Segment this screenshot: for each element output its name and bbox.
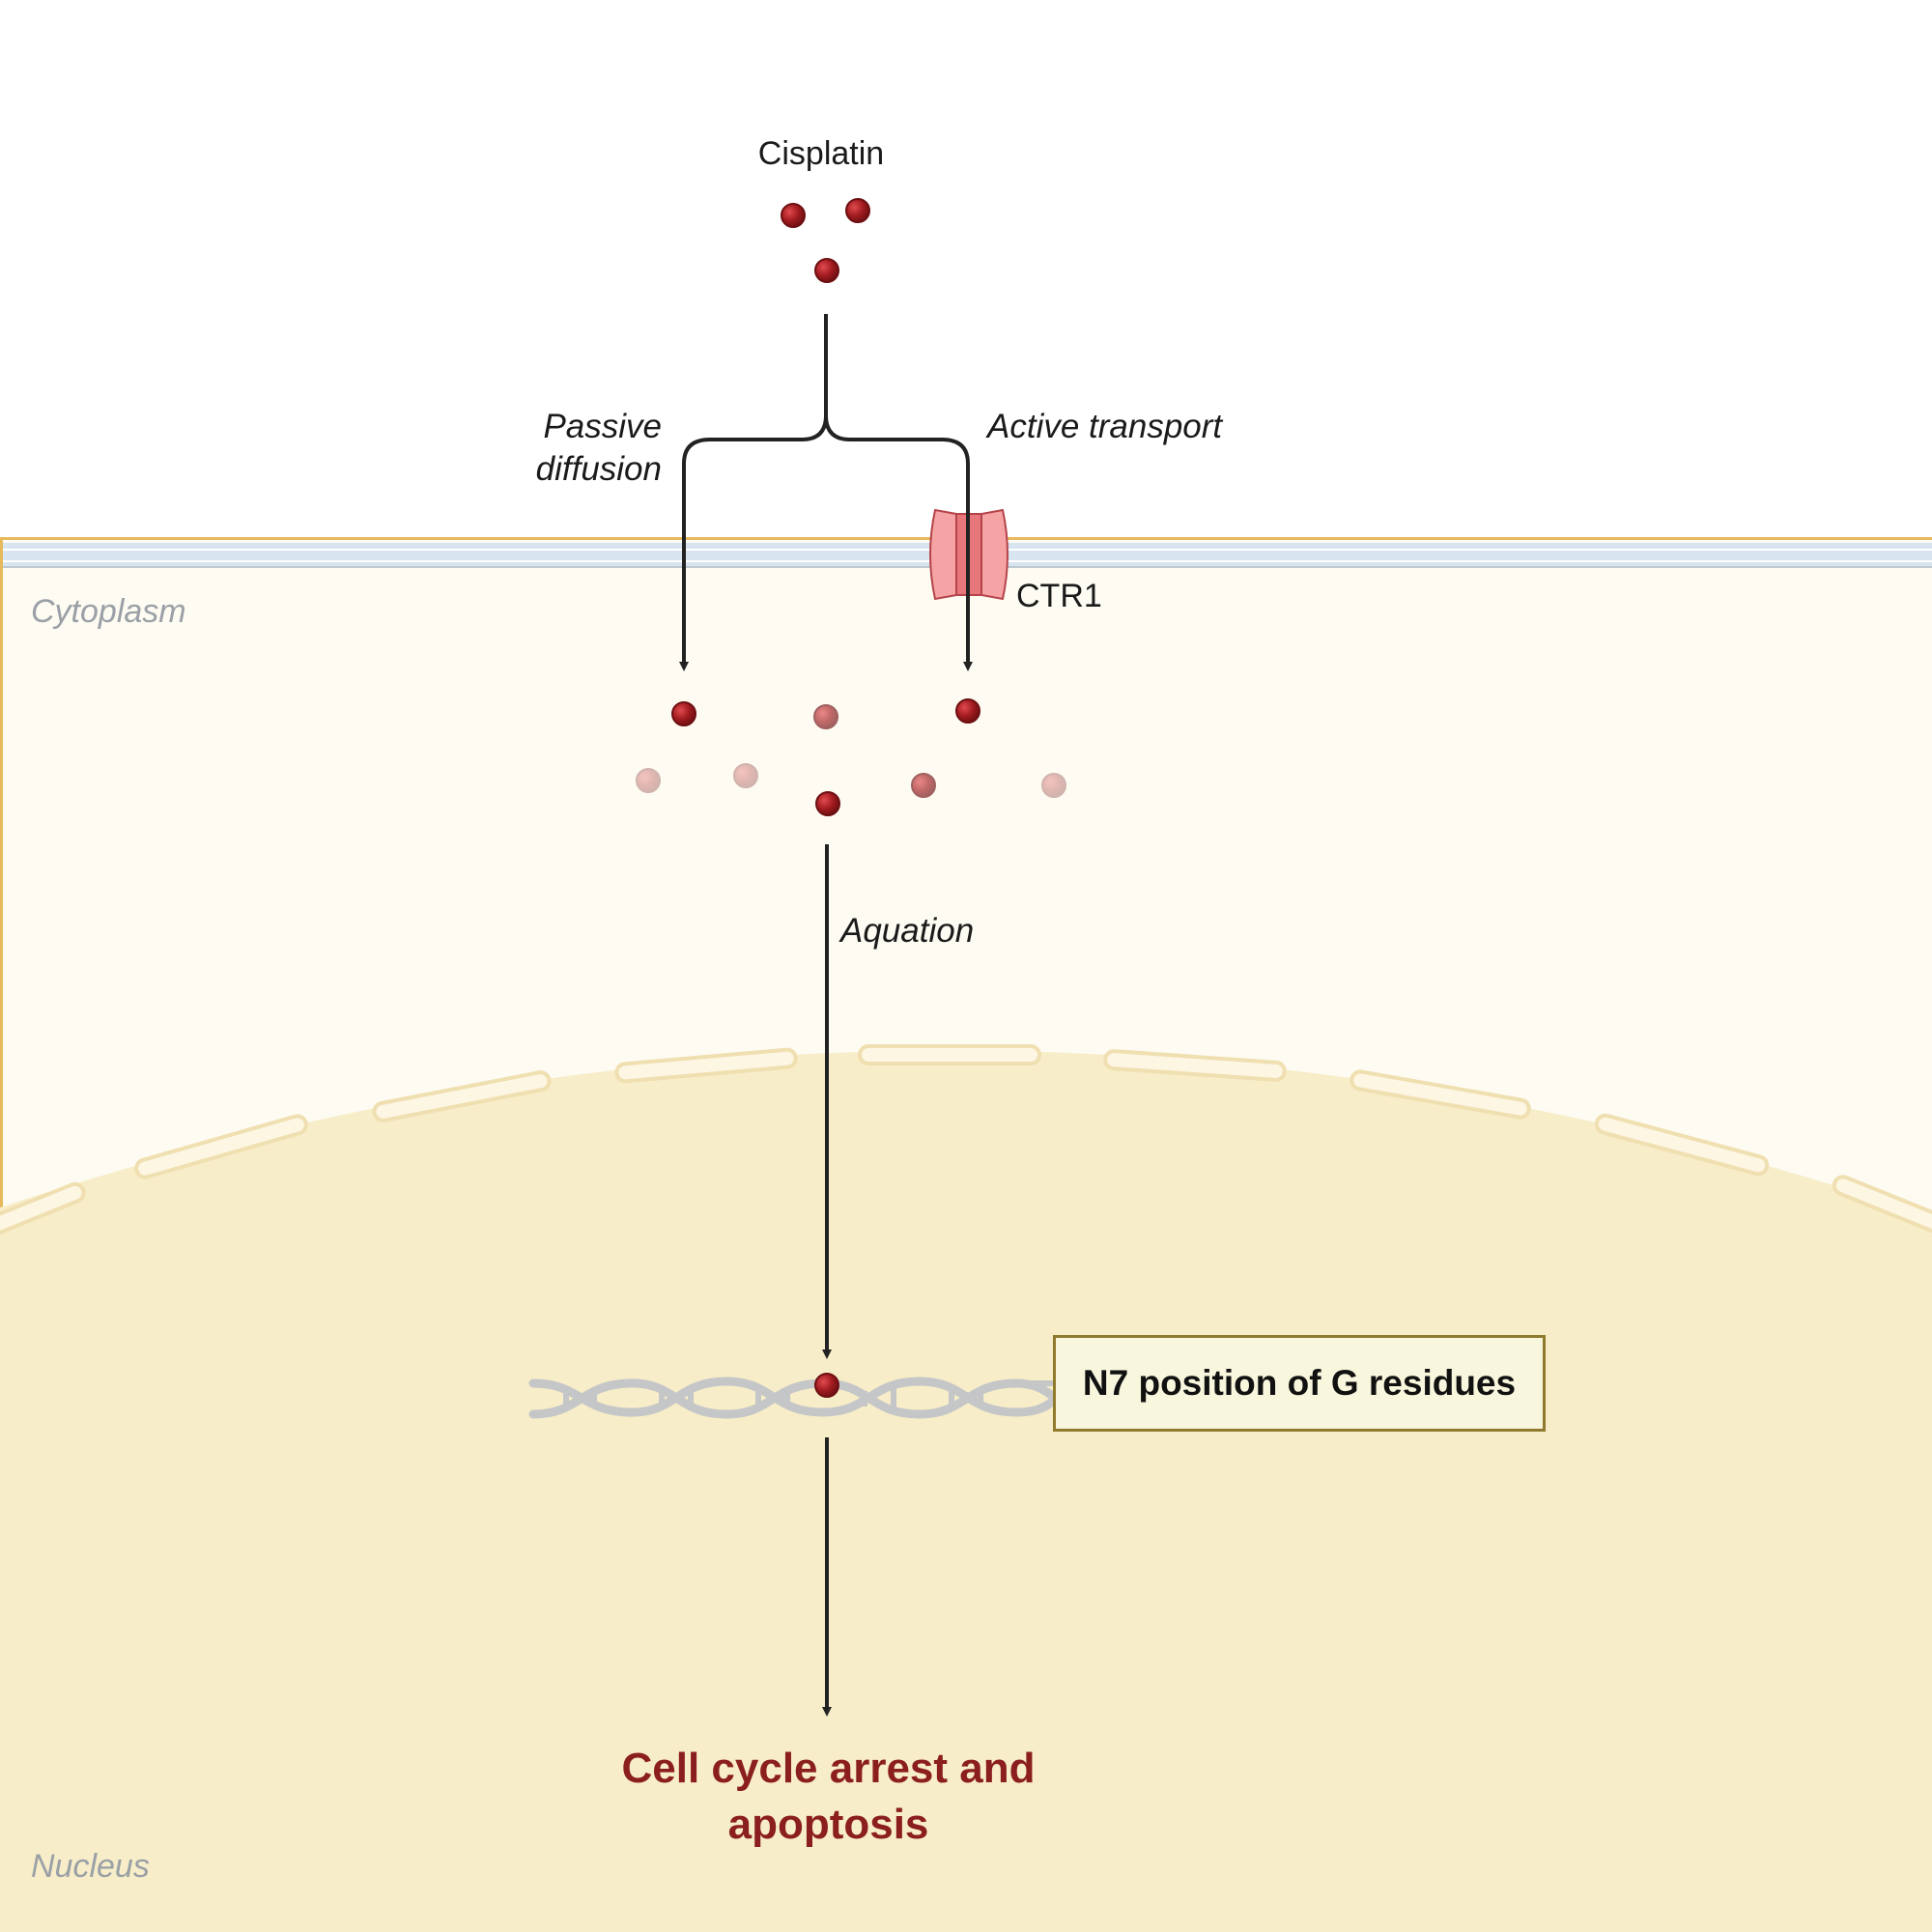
passive-diffusion-label: Passive diffusion xyxy=(535,408,662,488)
nuclear-envelope xyxy=(0,1044,1932,1244)
cisplatin-molecule-icon xyxy=(911,773,936,798)
dna-helix-icon xyxy=(528,1377,1056,1419)
ctr1-label: CTR1 xyxy=(1016,578,1102,614)
entry-bracket xyxy=(679,314,973,671)
active-transport-label: Active transport xyxy=(987,408,1223,445)
cisplatin-molecule-icon xyxy=(813,704,838,729)
n7-target-box: N7 position of G residues xyxy=(1053,1335,1546,1432)
nucleus-label: Nucleus xyxy=(31,1848,150,1885)
cisplatin-molecules-intracellular xyxy=(636,698,1066,816)
cisplatin-molecule-icon xyxy=(845,198,870,223)
nucleus-region xyxy=(0,1050,1932,1932)
cytoplasm-label: Cytoplasm xyxy=(31,593,186,630)
cisplatin-molecule-icon xyxy=(955,698,980,724)
cisplatin-molecule-icon xyxy=(1041,773,1066,798)
cisplatin-molecules-extracellular xyxy=(781,198,870,283)
cisplatin-molecule-icon xyxy=(733,763,758,788)
outcome-label: Cell cycle arrest and apoptosis xyxy=(621,1745,1036,1848)
cisplatin-molecule-icon xyxy=(814,258,839,283)
cisplatin-molecule-icon xyxy=(781,203,806,228)
cisplatin-molecule-icon xyxy=(814,1373,839,1398)
aquation-label: Aquation xyxy=(840,912,975,950)
cisplatin-molecule-icon xyxy=(671,701,696,726)
cisplatin-title: Cisplatin xyxy=(757,135,885,172)
n7-target-label: N7 position of G residues xyxy=(1082,1363,1517,1403)
cisplatin-molecule-icon xyxy=(636,768,661,793)
cisplatin-molecule-icon xyxy=(815,791,840,816)
